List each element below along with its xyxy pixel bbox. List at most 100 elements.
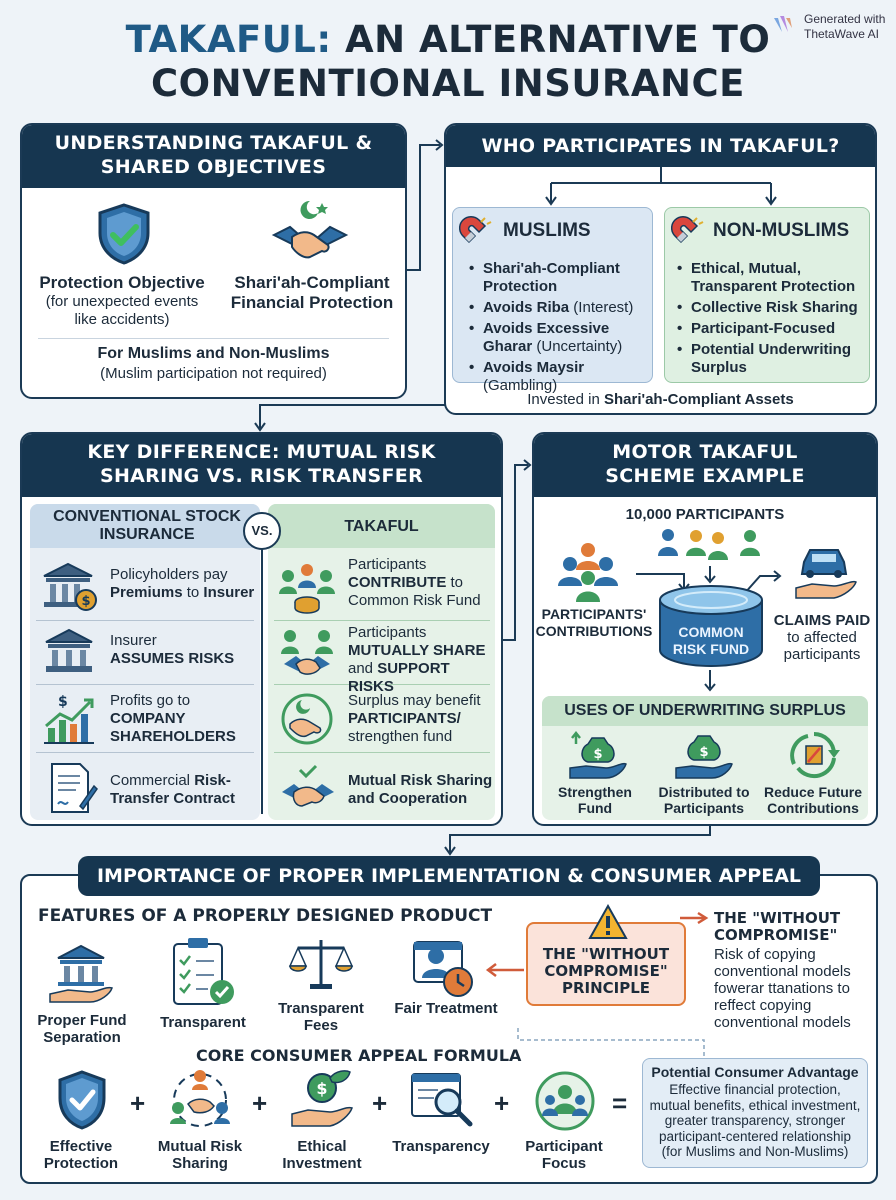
participants-panel: WHO PARTICIPATES IN TAKAFUL? MUSLIMS Sha… [444,123,877,415]
features-title: FEATURES OF A PROPERLY DESIGNED PRODUCT [38,906,493,926]
nonmuslims-title: NON-MUSLIMS [713,220,850,241]
nonmuslims-item: Ethical, Mutual, Transparent Protection [677,260,867,296]
fair-treatment-icon [413,941,473,997]
advantage-box [642,1058,868,1168]
bank-icon [45,628,93,672]
plus-sign: + [494,1088,510,1118]
svg-text:$: $ [316,1079,327,1098]
formula-title: CORE CONSUMER APPEAL FORMULA [196,1046,522,1065]
formula-mutual-risk-sharing: Mutual Risk Sharing [157,1138,243,1172]
invested-text: Invested in Shari'ah-Compliant Assets [527,391,794,408]
sharia-protection-title: Shari'ah-Compliant Financial Protection [230,273,394,312]
bank-coin-icon: $ [43,562,97,611]
plus-sign: + [130,1088,146,1118]
principle-text: THE "WITHOUT COMPROMISE" PRINCIPLE [542,945,670,997]
formula-effective-protection: Effective Protection [43,1138,119,1172]
contributors-icon [558,543,618,602]
note-body: Risk of copying conventional models fowe… [714,946,851,1031]
profit-chart-icon: $ [44,694,94,744]
nonmuslims-item: Collective Risk Sharing [677,299,867,317]
surplus-use-3: Reduce Future Contributions [763,784,862,816]
common-fund-tank-icon [659,585,763,667]
nonmuslims-item: Potential Underwriting Surplus [677,341,867,377]
group-contribute-icon [279,564,335,614]
muslims-title: MUSLIMS [503,220,591,241]
participant-focus-icon [535,1071,595,1131]
distributed-icon: $ [675,735,733,779]
svg-text:$: $ [58,694,68,710]
muslims-box: MUSLIMS Shari'ah-Compliant Protection Av… [452,207,653,394]
svg-text:$: $ [593,747,602,762]
warning-icon [588,904,628,939]
takaful-row-4: Mutual Risk Sharing and Cooperation [348,772,493,807]
muslims-item: Avoids Excessive Gharar (Uncertainty) [469,320,651,356]
svg-text:$: $ [699,745,708,760]
conventional-row-2: Insurer ASSUMES RISKS [110,632,235,667]
difference-panel: KEY DIFFERENCE: MUTUAL RISK SHARING VS. … [20,432,503,826]
participants-group-icon [658,529,760,560]
understanding-heading: UNDERSTANDING TAKAFUL & SHARED OBJECTIVE… [22,125,405,188]
surplus-use-2: Distributed to Participants [658,784,750,816]
handshake-check-icon [282,764,334,807]
shield-check-icon [98,203,150,265]
advantage-title: Potential Consumer Advantage [651,1064,859,1080]
contributions-label: PARTICIPANTS' CONTRIBUTIONS [535,606,653,639]
feature-fund-separation: Proper Fund Separation [37,1012,127,1046]
scales-icon [288,940,354,989]
takaful-row-3: Surplus may benefit PARTICIPANTS/ streng… [348,692,481,745]
participants-count: 10,000 PARTICIPANTS [625,506,785,523]
takaful-title-bar [268,504,495,548]
protection-objective-desc: (for unexpected events like accidents) [45,293,199,328]
feature-fair-treatment: Fair Treatment [394,1000,498,1017]
common-fund-label: COMMON RISK FUND [672,624,750,657]
formula-ethical-investment: Ethical Investment [282,1138,362,1172]
note-title: THE "WITHOUT COMPROMISE" [714,909,841,944]
circle-people-handshake-icon [170,1070,230,1127]
ethical-investment-icon: $ [291,1070,353,1127]
fund-separation-icon [49,944,113,1003]
nonmuslims-item: Participant-Focused [677,320,867,338]
plus-sign: + [252,1088,268,1118]
flow-arrows [636,566,782,692]
protection-objective-title: Protection Objective [39,273,205,292]
conventional-title: CONVENTIONAL STOCK INSURANCE [53,508,241,543]
formula-transparency: Transparency [392,1138,490,1155]
takaful-row-1: Participants CONTRIBUTE to Common Risk F… [348,556,481,609]
shield-check-icon [58,1070,106,1130]
magnet-icon [671,215,704,244]
muslims-item: Shari'ah-Compliant Protection [469,260,651,296]
handshake-crescent-icon [271,200,349,259]
importance-heading: IMPORTANCE OF PROPER IMPLEMENTATION & CO… [78,856,820,896]
participants-heading: WHO PARTICIPATES IN TAKAFUL? [446,125,875,167]
difference-heading: KEY DIFFERENCE: MUTUAL RISK SHARING VS. … [22,434,501,497]
advantage-body: Effective financial protection, mutual b… [649,1082,861,1159]
understanding-panel: UNDERSTANDING TAKAFUL & SHARED OBJECTIVE… [20,123,407,399]
nonmuslims-list: Ethical, Mutual, Transparent Protection … [677,260,867,380]
vs-badge: VS. [243,512,281,550]
for-all-note: (Muslim participation not required) [100,365,327,382]
title-line-2: CONVENTIONAL INSURANCE [151,62,745,105]
motor-heading: MOTOR TAKAFUL SCHEME EXAMPLE [534,434,876,497]
equals-sign: = [612,1088,628,1118]
thetawave-logo-icon [774,16,792,32]
for-all-text: For Muslims and Non-Muslims [97,345,330,362]
strengthen-fund-icon: $ [569,730,627,779]
motor-panel: MOTOR TAKAFUL SCHEME EXAMPLE 10,000 PART… [532,432,878,826]
magnet-icon [459,215,492,244]
people-handshake-icon [281,630,333,675]
checklist-icon [173,938,234,1005]
takaful-title: TAKAFUL [344,518,419,535]
formula-participant-focus: Participant Focus [525,1138,603,1172]
muslims-item: Avoids Riba (Interest) [469,299,651,317]
badge-line-2: ThetaWave AI [804,27,879,41]
surplus-title-bar: USES OF UNDERWRITING SURPLUS [542,696,868,726]
branch-arrows [545,167,777,206]
muslims-item: Avoids Maysir (Gambling) [469,359,651,395]
conventional-row-3: Profits go to COMPANY SHAREHOLDERS [110,692,236,745]
title-rest: AN ALTERNATIVE TO [331,18,771,61]
title-highlight: TAKAFUL: [125,18,332,61]
nonmuslims-box: NON-MUSLIMS Ethical, Mutual, Transparent… [664,207,870,383]
conventional-row-4: Commercial Risk-Transfer Contract [110,772,236,807]
